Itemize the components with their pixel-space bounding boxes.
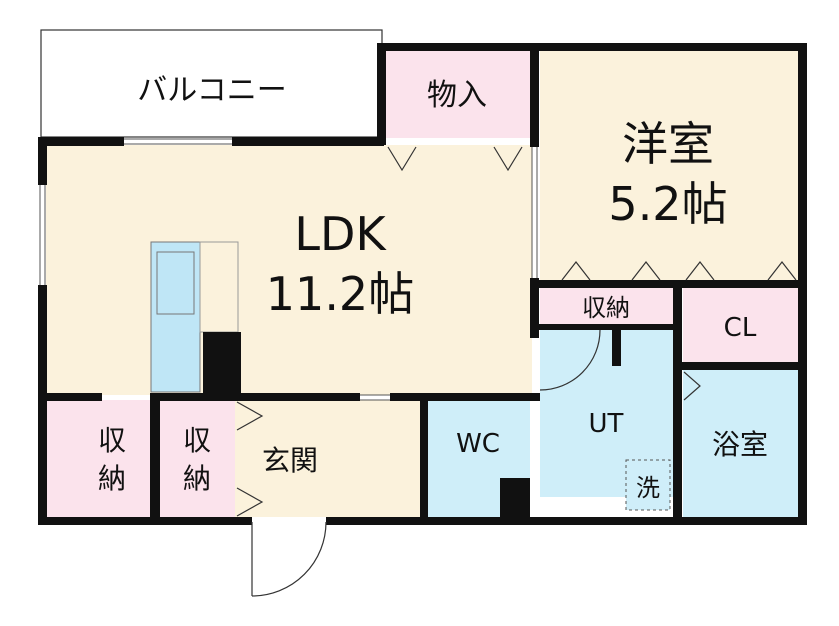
storage-in-floor — [384, 50, 531, 138]
cl-floor — [683, 288, 798, 362]
closet-mid-label: 収納 — [582, 294, 630, 322]
door-markers — [236, 146, 797, 517]
ldk-floor — [46, 145, 532, 395]
washer-spot — [625, 459, 671, 511]
kitchen-pillar — [203, 332, 241, 394]
bathroom-label: 浴室 — [712, 428, 768, 461]
closet-mid-floor — [540, 288, 673, 326]
storage-in-label: 物入 — [427, 78, 487, 113]
closet-left-1-top: 収 — [98, 424, 126, 457]
ut-door-swing — [539, 329, 601, 391]
closet-left-1-floor — [46, 400, 150, 517]
closet-left-2-top: 収 — [183, 424, 211, 457]
wc-label: WC — [456, 429, 500, 459]
closet-left-2-floor — [160, 400, 235, 517]
balcony-label: バルコニー — [137, 73, 286, 108]
western-room-label: 洋室 — [622, 117, 714, 171]
entrance-floor — [235, 400, 340, 517]
kitchen-sink — [156, 251, 195, 315]
closet-left-2-bottom: 納 — [183, 462, 211, 495]
kitchen-back-counter — [199, 241, 239, 333]
cl-label: CL — [724, 313, 757, 343]
balcony-floor — [40, 29, 383, 138]
bathroom-floor — [683, 368, 798, 517]
western-room-floor — [540, 50, 798, 282]
entrance-label: 玄関 — [262, 444, 318, 477]
entrance-door — [251, 521, 327, 597]
hall-floor — [340, 400, 420, 517]
ldk-label: LDK — [294, 207, 387, 261]
ldk-size: 11.2帖 — [266, 267, 414, 321]
windows — [39, 138, 538, 401]
walls — [38, 43, 807, 525]
washer-label: 洗 — [636, 474, 660, 502]
ut-label: UT — [589, 409, 624, 439]
closet-left-1-bottom: 納 — [98, 462, 126, 495]
western-room-size: 5.2帖 — [608, 177, 727, 231]
